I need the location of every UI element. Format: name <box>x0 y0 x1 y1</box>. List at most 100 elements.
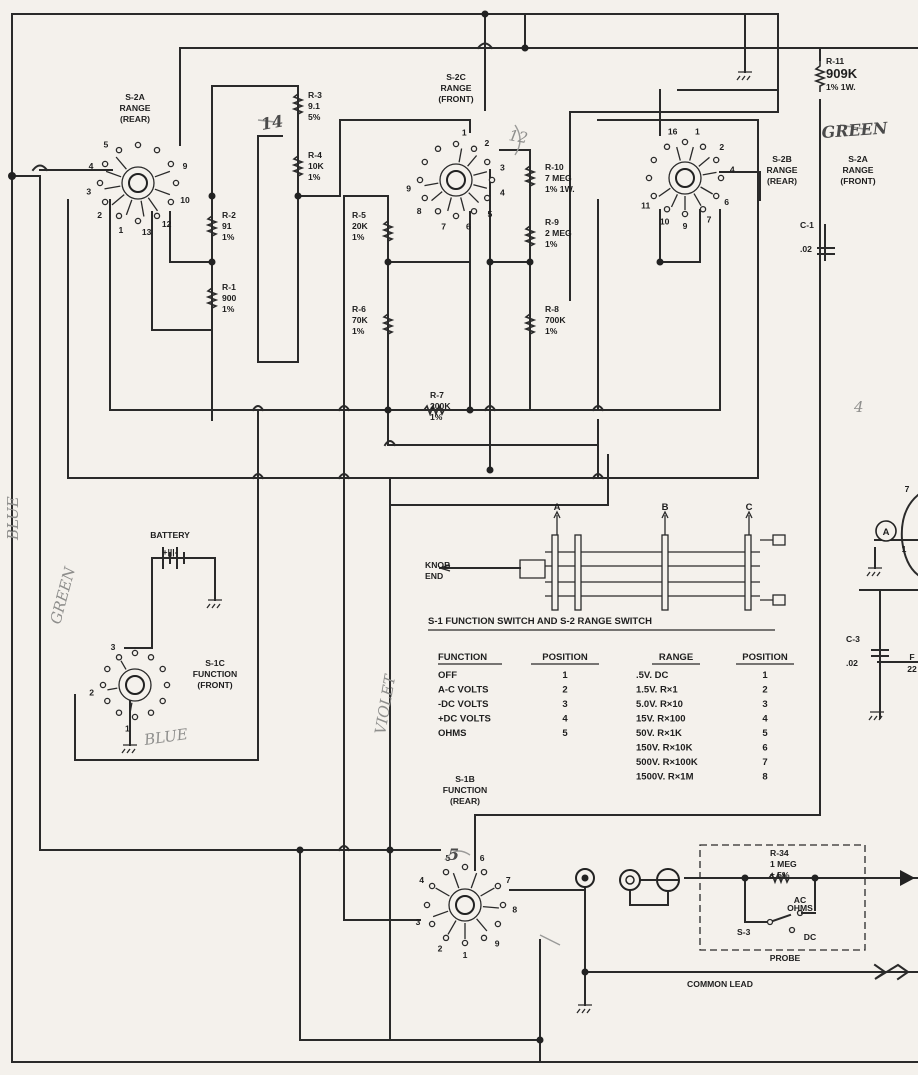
range-table-position: 1 <box>762 670 768 681</box>
switch-contact <box>131 713 139 721</box>
label-s1b-rear-line-2: FUNCTION <box>443 785 487 795</box>
knob-end-label-line-1: KNOB <box>425 560 450 570</box>
label-r5-line-2: 20K <box>352 221 369 231</box>
switch-rotor <box>118 668 152 702</box>
range-table-name: 500V. R×100K <box>636 757 698 768</box>
function-table-position: 3 <box>562 699 567 710</box>
switch-contact <box>153 146 161 154</box>
function-table-name: -DC VOLTS <box>438 699 489 710</box>
switch-spoke <box>476 918 488 932</box>
pin-s2b-rear-4: 4 <box>730 165 735 175</box>
switch-spoke <box>147 197 159 212</box>
switch-spoke <box>447 197 452 212</box>
rotary-switch-s1c-front: 321 <box>89 642 171 733</box>
range-table-position: 5 <box>762 728 768 739</box>
common-lead-label: COMMON LEAD <box>687 979 753 989</box>
pin-s1b-rear-5: 5 <box>446 853 451 863</box>
pin-s2a-rear-1: 1 <box>119 225 124 235</box>
pin-s1b-rear-4: 4 <box>419 875 424 885</box>
label-r10-line-1: R-10 <box>545 162 564 172</box>
pin-s2b-rear-9: 9 <box>683 221 688 231</box>
switch-contact <box>163 681 171 689</box>
pin-s2b-rear-6: 6 <box>724 197 729 207</box>
switch-spoke <box>115 156 127 170</box>
label-c3-line-2: .02 <box>846 658 858 668</box>
pin-s1c-front-2: 2 <box>89 688 94 698</box>
label-s2a-front-line-2: RANGE <box>842 165 873 175</box>
function-table-position: 2 <box>562 685 567 696</box>
label-r9-line-3: 1% <box>545 239 558 249</box>
edge-fragment-2: 1 <box>902 544 907 554</box>
switch-contact <box>434 145 442 153</box>
function-table-name: OFF <box>438 670 457 681</box>
switch-rotor <box>439 163 473 197</box>
switch-hub <box>455 895 475 915</box>
switch-contact <box>115 654 123 661</box>
switch-spoke <box>140 200 145 217</box>
function-table-header-2: POSITION <box>542 652 588 663</box>
switch-contact <box>452 212 460 220</box>
label-r2-line-1: R-2 <box>222 210 236 220</box>
switch-spoke <box>698 156 710 167</box>
range-table-position: 7 <box>762 757 767 768</box>
pin-s1c-front-3: 3 <box>111 642 116 652</box>
switch-contact <box>159 665 166 673</box>
label-r9-line-1: R-9 <box>545 217 559 227</box>
switch-contact <box>712 192 720 200</box>
handwriting-12: 12 <box>507 126 529 147</box>
label-s2a-rear-line-3: (REAR) <box>120 114 150 124</box>
label-s2a-rear-line-2: RANGE <box>119 103 150 113</box>
label-r3-line-3: 5% <box>308 112 321 122</box>
switch-contact <box>172 179 180 187</box>
switch-spoke <box>458 148 463 163</box>
label-r10-line-2: 7 MEG <box>545 173 572 183</box>
junction-dots <box>8 10 819 1044</box>
switch-contact <box>717 174 725 182</box>
range-table-position: 3 <box>762 699 767 710</box>
switch-spoke <box>111 194 125 206</box>
pin-s2a-rear-10: 10 <box>180 195 190 205</box>
knob-end-label-line-2: END <box>425 571 443 581</box>
pin-s2a-rear-5: 5 <box>104 140 109 150</box>
switch-rotor <box>668 161 702 195</box>
label-r34-line-1: R-34 <box>770 848 789 858</box>
label-r4-line-3: 1% <box>308 172 321 182</box>
function-table-position: 4 <box>562 714 568 725</box>
switch-contact <box>452 140 460 148</box>
label-r3-line-1: R-3 <box>308 90 322 100</box>
label-r6-line-1: R-6 <box>352 304 366 314</box>
handwriting-violet: VIOLET <box>371 673 399 736</box>
switch-hub <box>128 173 148 193</box>
switch-contact <box>134 141 142 149</box>
switch-contact <box>115 709 123 716</box>
pin-s2c-front-5: 5 <box>488 209 493 219</box>
switch-contact <box>104 665 111 673</box>
switch-contact <box>428 882 436 890</box>
range-table-header-2: POSITION <box>742 652 788 663</box>
switch-spoke <box>460 197 465 212</box>
label-r6-line-3: 1% <box>352 326 365 336</box>
switch-contact <box>101 198 109 206</box>
label-r34-line-3: ± 5% <box>770 870 790 880</box>
switch-contact <box>131 649 139 657</box>
pin-s2a-rear-3: 3 <box>86 187 91 197</box>
switch-spoke <box>105 170 122 178</box>
edge-fragment-1: 7 <box>905 484 910 494</box>
range-table-name: .5V. DC <box>636 670 669 681</box>
label-s2a-front-line-3: (FRONT) <box>840 176 875 186</box>
switch-contact <box>650 192 658 200</box>
label-s2b-rear-line-2: RANGE <box>766 165 797 175</box>
label-s2b-rear-line-1: S-2B <box>772 154 792 164</box>
switch-spoke <box>125 199 133 216</box>
battery-label: BATTERY <box>150 530 190 540</box>
switch-contact <box>147 654 155 661</box>
pin-s2c-front-2: 2 <box>485 138 490 148</box>
switch-contact <box>96 179 104 187</box>
label-r6-line-2: 70K <box>352 315 369 325</box>
switch-contact <box>483 158 491 166</box>
